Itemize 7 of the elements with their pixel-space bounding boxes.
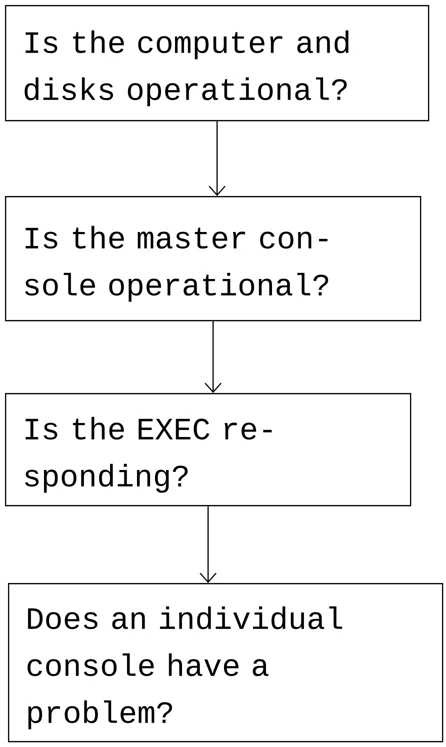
arrow: [200, 506, 217, 583]
question-box: Is the computer and disks operational?: [5, 5, 430, 122]
question-box: Is the master con- sole operational?: [5, 196, 422, 322]
question-box: Does an individual console have a problem?: [8, 583, 444, 742]
arrow: [208, 121, 226, 196]
arrow: [204, 321, 222, 393]
question-box: Is the EXEC re- sponding?: [5, 393, 412, 506]
